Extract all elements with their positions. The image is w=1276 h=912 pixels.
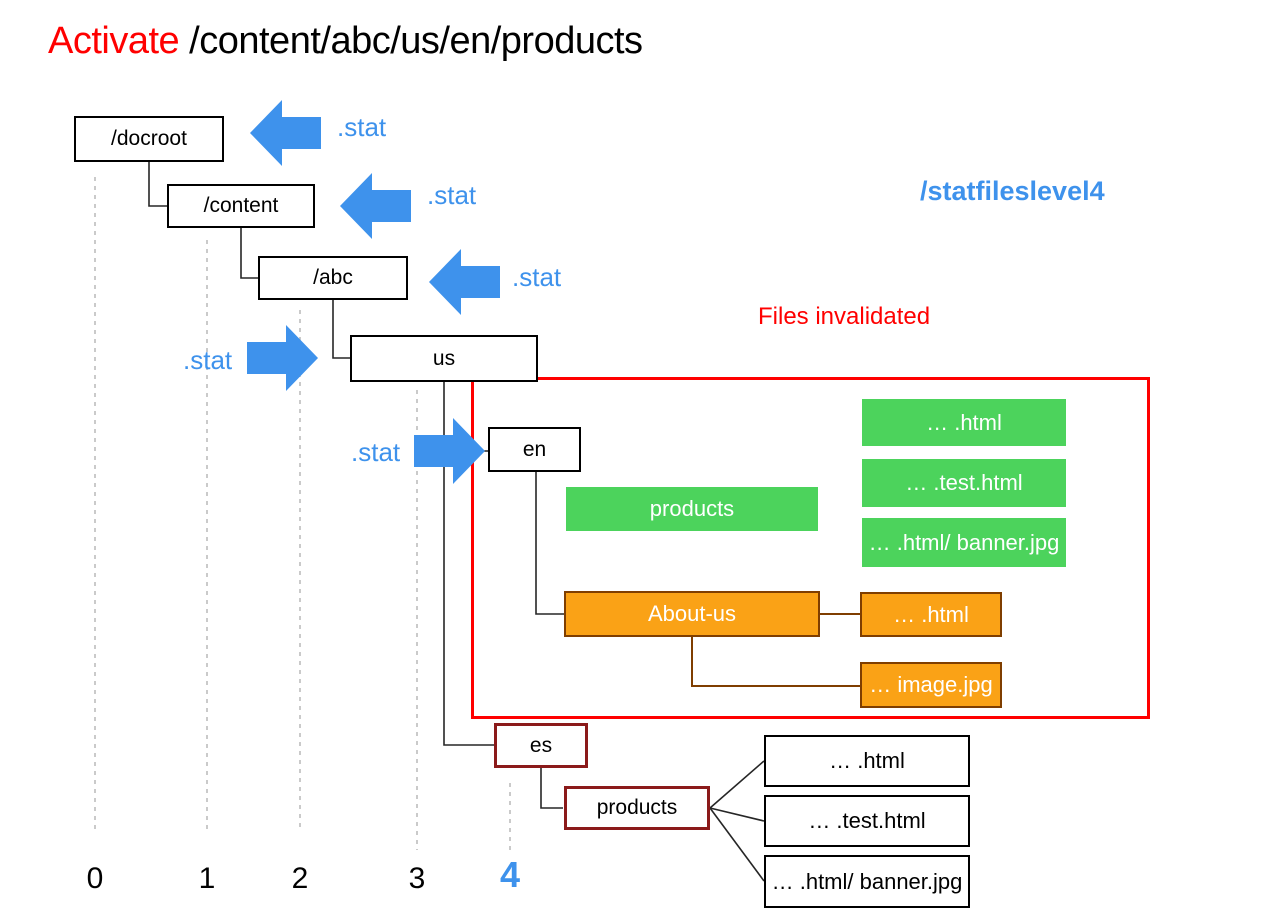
level-number-2: 2: [291, 862, 309, 895]
green-file-banner-jpg: … .html/ banner.jpg: [862, 518, 1066, 567]
stat-arrow-left-abc-icon: [429, 249, 500, 315]
aboutus-connectors: [691, 613, 860, 687]
connector-content-abc: [240, 228, 258, 279]
stat-label-us: .stat: [183, 345, 233, 375]
level-number-0: 0: [86, 862, 104, 895]
connector-products-html: [709, 760, 765, 809]
green-file-test-html: … .test.html: [862, 459, 1066, 507]
node-content: /content: [167, 184, 315, 228]
stat-arrow-left-docroot-icon: [250, 100, 321, 166]
files-invalidated-region-outline: [471, 377, 1150, 719]
level-number-4: 4: [499, 854, 521, 895]
es-file-html: … .html: [764, 735, 970, 787]
node-about-us: About-us: [564, 591, 820, 637]
stat-arrow-left-content-icon: [340, 173, 411, 239]
stat-arrow-right-en-icon: [414, 418, 485, 484]
connector-en-aboutus: [535, 472, 564, 615]
node-docroot: /docroot: [74, 116, 224, 162]
statfileslevel-label: /statfileslevel4: [920, 176, 1105, 206]
title-activate: Activate: [48, 20, 180, 62]
level-number-3: 3: [408, 862, 426, 895]
title-path: /content/abc/us/en/products: [189, 20, 643, 62]
connector-abc-us: [332, 300, 350, 359]
connector-products-testhtml: [709, 807, 765, 822]
page-title: Activate/content/abc/us/en/products: [48, 20, 643, 63]
node-us: us: [350, 335, 538, 382]
files-invalidated-label: Files invalidated: [758, 303, 931, 330]
node-products-es: products: [564, 786, 710, 830]
connector-products-banner: [709, 807, 765, 882]
node-products-en: products: [566, 487, 818, 531]
orange-file-html: … .html: [860, 592, 1002, 637]
green-file-html: … .html: [862, 399, 1066, 446]
orange-file-image-jpg: … image.jpg: [860, 662, 1002, 708]
connector-docroot-content: [148, 162, 167, 207]
es-file-banner-jpg: … .html/ banner.jpg: [764, 855, 970, 908]
stat-label-en: .stat: [351, 437, 401, 467]
es-file-test-html: … .test.html: [764, 795, 970, 847]
stat-label-abc: .stat: [512, 262, 562, 292]
stat-arrow-right-us-icon: [247, 325, 318, 391]
connector-aboutus-image: [691, 637, 860, 687]
node-abc: /abc: [258, 256, 408, 300]
tree-connectors: [148, 162, 765, 882]
stat-arrows: [247, 100, 500, 484]
node-es: es: [494, 723, 588, 768]
stat-label-content: .stat: [427, 180, 477, 210]
node-en: en: [488, 427, 581, 472]
level-number-1: 1: [198, 862, 216, 895]
level-guide-lines: [94, 177, 511, 852]
stat-label-docroot: .stat: [337, 112, 387, 142]
connector-es-products: [540, 768, 563, 809]
connector-us-es: [443, 382, 494, 746]
